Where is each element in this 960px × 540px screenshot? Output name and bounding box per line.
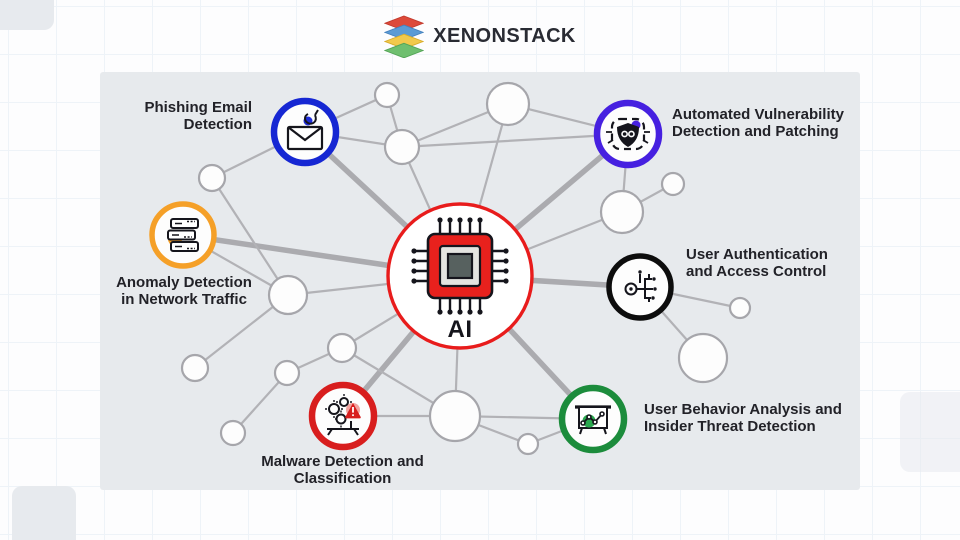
network-node [599,189,645,235]
phishing-label: Phishing Email Detection [144,99,252,133]
brand-header: XENONSTACK [0,10,960,62]
phishing-email-icon [286,109,324,151]
behavior-node [558,384,628,454]
malware-virus-icon [325,394,361,436]
ai-label: AI [447,316,473,343]
network-node [677,332,729,384]
diagram-panel: Phishing Email Detection Automated Vulne… [100,72,860,490]
network-node [219,419,247,447]
label-line: User Behavior Analysis and [644,401,842,418]
decor-square [0,0,54,30]
network-node [516,432,540,456]
auth-ring [606,253,674,321]
label-line: Classification [293,470,392,487]
decor-square [12,486,76,540]
network-node [485,81,531,127]
label-line: Anomaly Detection [116,274,252,291]
ai-chip-icon [411,217,509,315]
network-node [660,171,686,197]
edge-line [231,371,289,435]
brand-name: XENONSTACK [433,24,576,47]
label-line: Detection [183,116,252,133]
label-line: Phishing Email [144,99,252,116]
phishing-node [270,97,340,167]
anomaly-node [149,201,217,269]
network-node [383,128,421,166]
vulnerability-node [593,99,663,169]
malware-node [308,381,378,451]
network-node [273,359,301,387]
label-line: User Authentication [686,246,828,263]
layered-stack-icon [384,15,425,58]
network-node [326,332,358,364]
network-node [428,389,482,443]
circuit-key-icon [624,270,657,302]
label-line: in Network Traffic [121,291,247,308]
malware-label: Malware Detection and Classification [255,453,430,487]
network-nodes [180,81,752,456]
behavior-label: User Behavior Analysis and Insider Threa… [644,401,842,435]
edge-line [210,176,290,297]
vulnerability-label: Automated Vulnerability Detection and Pa… [672,106,844,140]
network-node [373,81,401,109]
edge-line [400,132,630,149]
network-node [180,353,210,383]
behavior-chart-icon [575,405,611,435]
vulnerability-shield-icon [606,117,650,151]
network-node [197,163,227,193]
auth-node [606,253,674,321]
ai-node [386,202,534,350]
network-node [267,274,309,316]
label-line: Insider Threat Detection [644,418,816,435]
server-stack-icon [167,218,199,252]
label-line: Detection and Patching [672,123,839,140]
decor-square [900,392,960,472]
network-graph [149,81,752,456]
label-line: Malware Detection and [261,453,424,470]
label-line: Automated Vulnerability [672,106,844,123]
network-node [728,296,752,320]
anomaly-label: Anomaly Detection in Network Traffic [100,274,268,308]
label-line: and Access Control [686,263,827,280]
auth-label: User Authentication and Access Control [686,246,828,280]
